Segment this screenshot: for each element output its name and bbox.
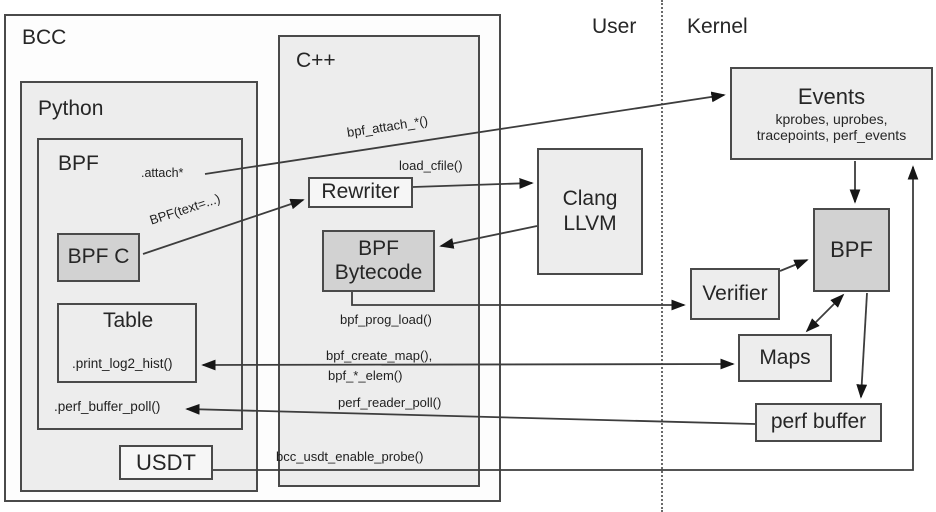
events-box: Events kprobes, uprobes, tracepoints, pe… (730, 67, 933, 160)
maps-box: Maps (738, 334, 832, 382)
events-sublabel: kprobes, uprobes, tracepoints, perf_even… (756, 110, 907, 143)
perf-buffer-box: perf buffer (755, 403, 882, 442)
usdt-label: USDT (136, 449, 196, 475)
verifier-label: Verifier (702, 281, 768, 305)
bpf-python-box (37, 138, 243, 430)
table-box (57, 303, 197, 383)
bpf-c-box: BPF C (57, 233, 140, 282)
bpf-kernel-label: BPF (830, 237, 873, 263)
bpf-kernel-box: BPF (813, 208, 890, 292)
bpf-bytecode-label: BPF Bytecode (334, 236, 423, 284)
clang-llvm-box: Clang LLVM (537, 148, 643, 275)
rewriter-label: Rewriter (321, 180, 400, 204)
maps-label: Maps (759, 345, 811, 369)
perf-buffer-label: perf buffer (770, 410, 867, 434)
events-label: Events (797, 84, 866, 110)
rewriter-box: Rewriter (308, 177, 413, 208)
bpf-bytecode-box: BPF Bytecode (322, 230, 435, 292)
verifier-box: Verifier (690, 268, 780, 320)
user-kernel-divider (661, 0, 663, 512)
usdt-box: USDT (119, 445, 213, 480)
clang-llvm-label: Clang LLVM (562, 187, 618, 235)
bpf-c-label: BPF C (67, 245, 130, 269)
